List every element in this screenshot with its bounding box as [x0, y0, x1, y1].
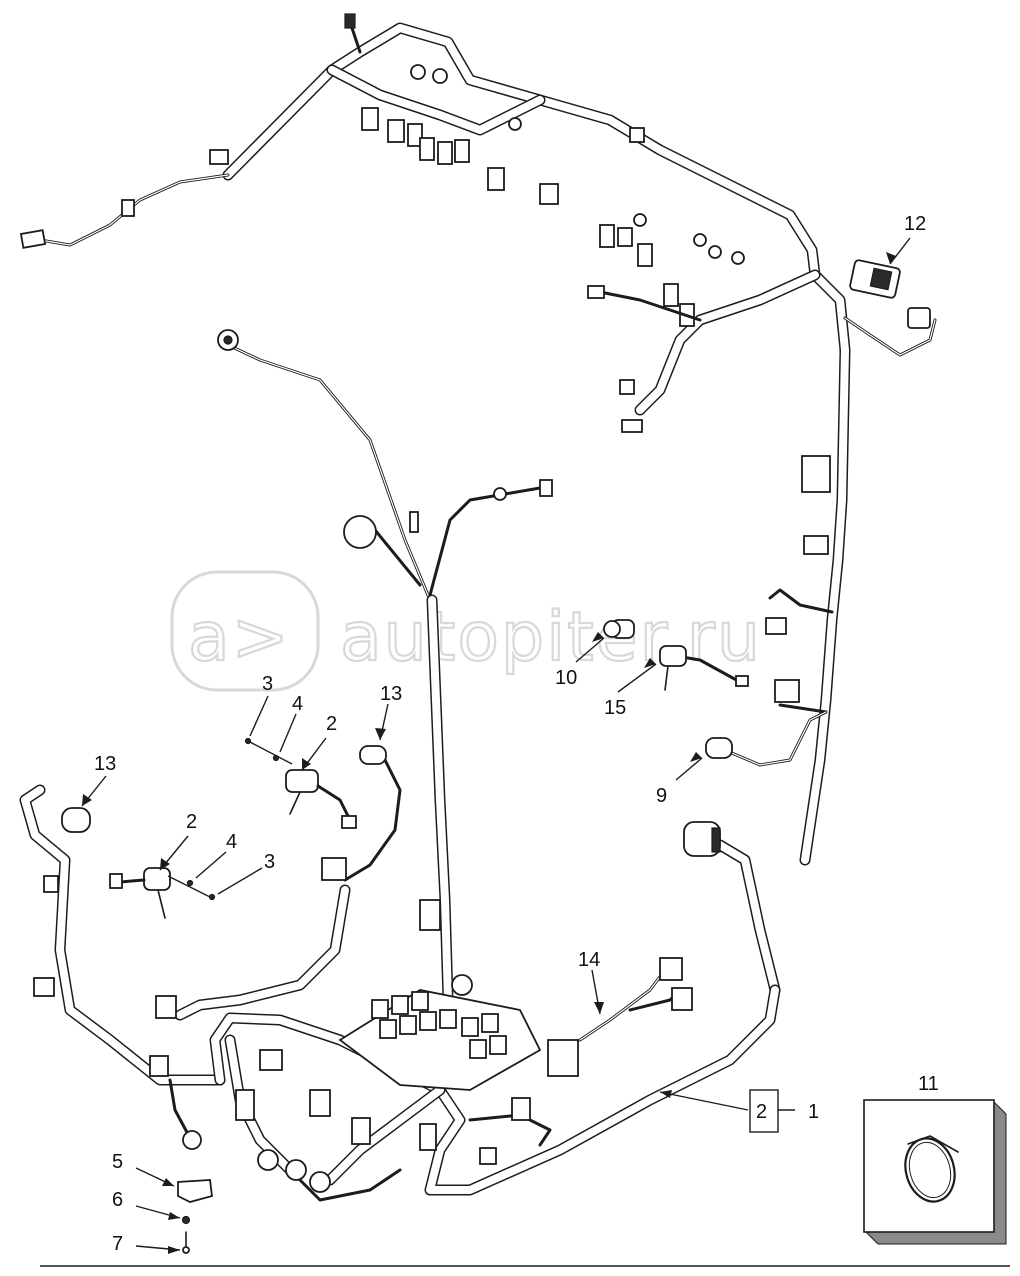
callout-2-upper: 2 [326, 713, 337, 735]
switch-10 [603, 619, 635, 639]
callout-14: 14 [578, 949, 600, 971]
sensor-9 [705, 710, 828, 767]
sensor-13-center [155, 745, 402, 1021]
assembly-bracket [749, 1089, 795, 1133]
callout-7: 7 [112, 1233, 123, 1255]
round-connector [683, 821, 781, 996]
callout-4-lower: 4 [226, 831, 237, 853]
central-harness [217, 329, 553, 1086]
leader-arrowheads [82, 252, 896, 1254]
left-branch [19, 784, 226, 1150]
callout-11: 11 [918, 1073, 939, 1095]
callout-3-lower: 3 [264, 851, 275, 873]
callout-2-assembly: 2 [756, 1101, 767, 1123]
switch-assembly-upper [244, 737, 357, 829]
sensor-15 [659, 645, 749, 691]
connector-14 [547, 957, 693, 1077]
callout-3-upper: 3 [262, 673, 273, 695]
callout-10: 10 [555, 667, 577, 689]
watermark-logo-glyph: a> [188, 598, 291, 677]
clamp-11-box [863, 1099, 1007, 1245]
connector-12 [843, 259, 937, 357]
callout-9: 9 [656, 785, 667, 807]
watermark-text: autopiter.ru [340, 598, 762, 677]
upper-harness [19, 13, 851, 866]
bracket-5 [177, 1179, 213, 1254]
watermark: a> autopiter.ru [170, 570, 762, 692]
callout-15: 15 [604, 697, 626, 719]
right-trunk-connectors [765, 455, 834, 714]
callout-2-lower: 2 [186, 811, 197, 833]
watermark-logo-frame [170, 570, 320, 692]
callout-13-left: 13 [94, 753, 116, 775]
callout-1: 1 [808, 1101, 819, 1123]
relay-box [235, 974, 542, 1193]
callout-13-center: 13 [380, 683, 402, 705]
callouts: 12 10 15 9 3 4 2 13 13 2 4 3 14 5 6 7 2 … [94, 213, 939, 1255]
callout-4-upper: 4 [292, 693, 303, 715]
callout-5: 5 [112, 1151, 123, 1173]
callout-6: 6 [112, 1189, 123, 1211]
callout-12: 12 [904, 213, 926, 235]
